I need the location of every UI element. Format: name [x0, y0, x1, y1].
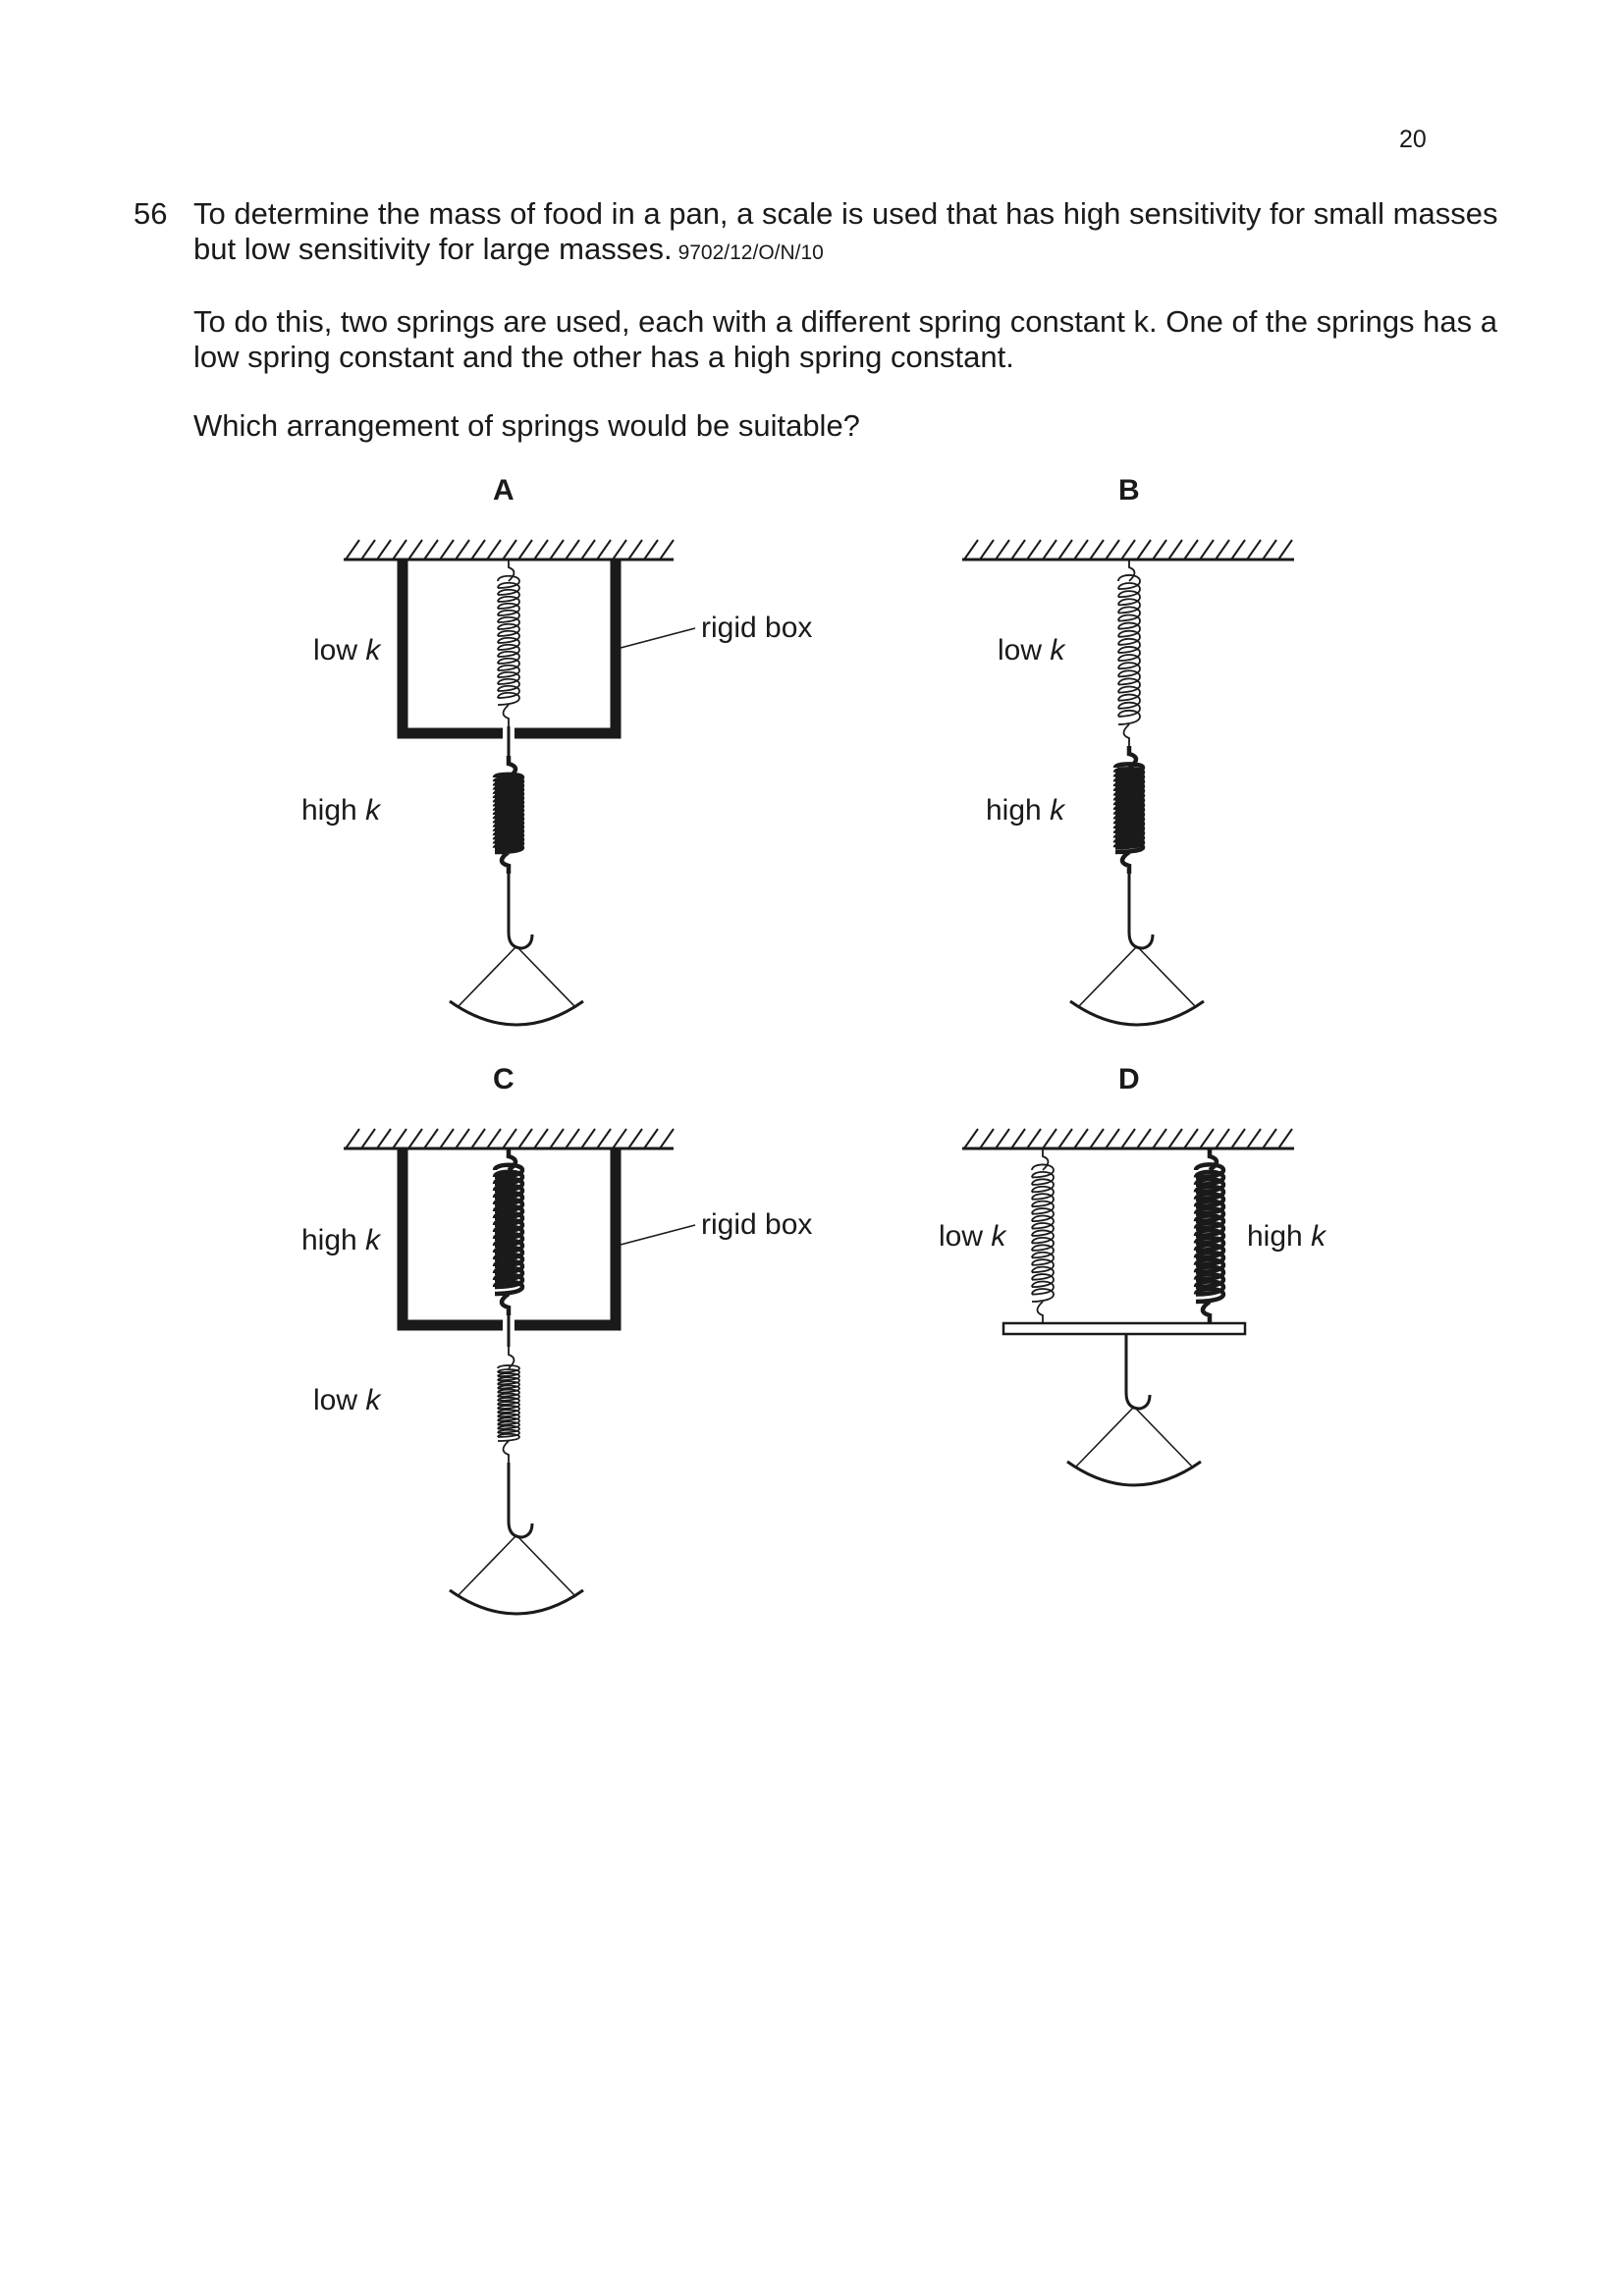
option-d-pan [1066, 1460, 1202, 1487]
option-c-lower-label: low k [313, 1384, 381, 1416]
option-c-hook [507, 1463, 534, 1539]
option-c-ceiling-hatch [345, 1128, 675, 1149]
option-c-rigid-box [397, 1148, 622, 1331]
option-b-high-k-spring [1112, 746, 1146, 874]
option-a-pan-strings [457, 945, 576, 1008]
option-a-high-k-spring [492, 756, 525, 874]
question-paragraph-2: To do this, two springs are used, each w… [193, 304, 1498, 374]
option-c-box-leader [620, 1224, 696, 1246]
option-a-lower-label: high k [301, 794, 381, 827]
option-d-right-label: high k [1247, 1220, 1326, 1253]
option-b-ceiling-hatch [963, 539, 1293, 561]
option-c-pan [449, 1588, 584, 1616]
option-b-hook [1127, 874, 1155, 950]
option-b-pan-strings [1077, 945, 1197, 1008]
option-d-low-k-spring [1031, 1148, 1055, 1323]
option-d-high-k-spring [1193, 1148, 1226, 1323]
question-text: To determine the mass of food in a pan, … [193, 196, 1519, 444]
option-a-hook [507, 874, 534, 950]
option-a-upper-label: low k [313, 634, 381, 667]
option-d-pan-strings [1074, 1406, 1194, 1468]
option-c-low-k-spring [497, 1347, 520, 1463]
option-b-upper-label: low k [998, 634, 1065, 667]
option-c-high-k-spring [492, 1148, 525, 1315]
option-a-low-k-spring [497, 560, 520, 726]
question-stem: To determine the mass of food in a pan, … [193, 196, 1519, 271]
option-d-crossbar [1001, 1321, 1247, 1336]
option-d-hook [1124, 1334, 1152, 1411]
option-a-box-label: rigid box [701, 612, 813, 644]
option-b-pan [1069, 999, 1205, 1027]
option-d-letter: D [1118, 1063, 1140, 1095]
option-c-letter: C [493, 1063, 514, 1095]
option-c-upper-label: high k [301, 1224, 381, 1256]
question-number: 56 [134, 196, 168, 231]
question-prompt: Which arrangement of springs would be su… [193, 408, 860, 443]
option-a-letter: A [493, 474, 514, 507]
option-b-letter: B [1118, 474, 1140, 507]
page-number: 20 [1399, 126, 1427, 153]
option-b-low-k-spring [1117, 560, 1141, 746]
option-c-pan-strings [457, 1534, 576, 1597]
option-a-rigid-box [397, 560, 622, 739]
option-a-ceiling-hatch [345, 539, 675, 561]
option-c-box-label: rigid box [701, 1208, 813, 1241]
question-line-2: but low sensitivity for large masses. [193, 232, 673, 266]
question-line-1: To determine the mass of food in a pan, … [193, 196, 1498, 231]
option-d-left-label: low k [939, 1220, 1006, 1253]
paper-reference: 9702/12/O/N/10 [677, 241, 824, 264]
option-d-ceiling-hatch [963, 1128, 1293, 1149]
option-a-box-leader [620, 627, 696, 649]
option-b-lower-label: high k [986, 794, 1065, 827]
option-a-pan [449, 999, 584, 1027]
